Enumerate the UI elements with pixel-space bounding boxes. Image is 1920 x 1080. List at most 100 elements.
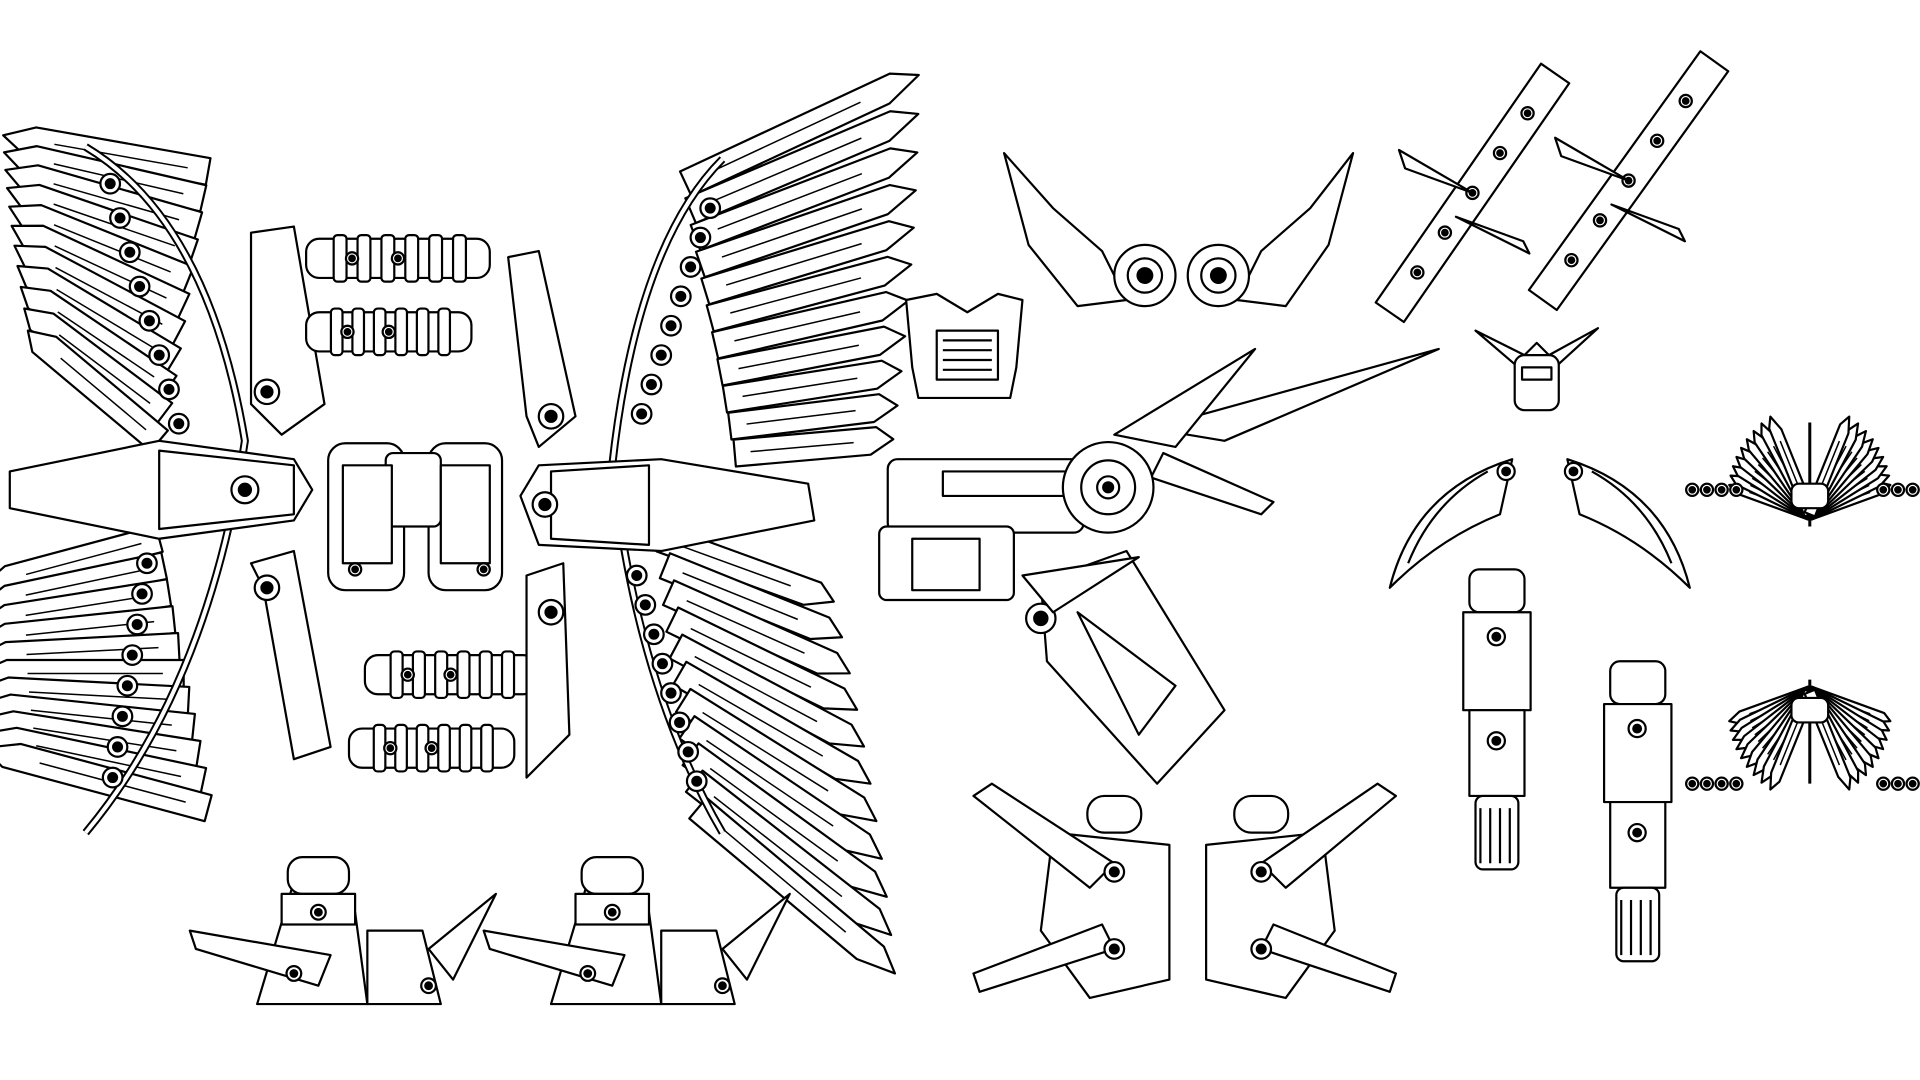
sensor-window bbox=[912, 539, 979, 590]
ring-core bbox=[1211, 268, 1226, 283]
joint-center bbox=[349, 256, 355, 262]
joint-center bbox=[1895, 487, 1901, 493]
joint-center bbox=[706, 204, 715, 213]
joint-center bbox=[649, 630, 658, 639]
joint-center bbox=[1881, 487, 1887, 493]
joint-center bbox=[1910, 487, 1916, 493]
shoulder-joint bbox=[1610, 661, 1665, 704]
joint-center bbox=[155, 351, 164, 360]
joint-center bbox=[641, 600, 650, 609]
feather-groove bbox=[695, 657, 817, 722]
cylinder-ring bbox=[481, 725, 493, 772]
wing-feather bbox=[707, 257, 912, 332]
wing-feather bbox=[728, 394, 897, 439]
wing-feather bbox=[680, 74, 919, 196]
cylinder-ring bbox=[395, 309, 407, 356]
face bbox=[1515, 355, 1559, 410]
joint-center bbox=[676, 292, 685, 301]
joint-center bbox=[239, 484, 251, 496]
joint-center bbox=[133, 620, 142, 629]
ring-core bbox=[1138, 268, 1153, 283]
v-shoulder-arms bbox=[1004, 153, 1353, 306]
cylinder-ring bbox=[457, 651, 469, 698]
rifle-fin bbox=[1399, 150, 1472, 193]
feather-groove bbox=[730, 278, 861, 313]
forearm bbox=[1610, 802, 1665, 888]
cylinder-ring bbox=[358, 235, 371, 282]
cylinder-ring bbox=[480, 651, 492, 698]
wing-feather bbox=[701, 221, 913, 304]
wing-core bbox=[1791, 484, 1828, 508]
joint-center bbox=[116, 214, 125, 223]
joint-center bbox=[1654, 138, 1660, 144]
wing-core bbox=[1791, 698, 1828, 722]
feather-groove bbox=[61, 358, 146, 430]
feather-groove bbox=[714, 797, 842, 897]
joint-center bbox=[1497, 150, 1503, 156]
joint-center bbox=[1704, 487, 1710, 493]
hip-cap bbox=[1087, 796, 1141, 833]
left-wing-set bbox=[0, 127, 536, 832]
joint-center bbox=[135, 282, 144, 291]
shoulder-claw bbox=[1390, 459, 1515, 588]
wing-feather bbox=[3, 127, 210, 184]
torso-detail bbox=[441, 465, 490, 563]
rifle-fin bbox=[1456, 217, 1529, 254]
feather-groove bbox=[26, 596, 150, 616]
joint-center bbox=[667, 321, 676, 330]
joint-center bbox=[388, 745, 394, 751]
joint-center bbox=[174, 419, 183, 428]
joint-center bbox=[425, 982, 432, 989]
chest-piece bbox=[906, 294, 1022, 398]
joint-center bbox=[386, 329, 392, 335]
feather-groove bbox=[26, 570, 146, 595]
feather-groove bbox=[36, 746, 181, 777]
joint-center bbox=[1502, 468, 1510, 476]
wing-feather bbox=[712, 292, 908, 358]
parts-layer bbox=[0, 51, 1920, 1004]
feather-groove bbox=[54, 225, 171, 272]
joint-center bbox=[315, 909, 322, 916]
chest-vent bbox=[937, 331, 998, 380]
joint-center bbox=[692, 777, 701, 786]
joint-center bbox=[1734, 781, 1740, 787]
joint-center bbox=[345, 329, 351, 335]
hand bbox=[1616, 888, 1659, 961]
knee-cap bbox=[582, 857, 643, 894]
lower-blade bbox=[973, 924, 1114, 991]
knee-cap bbox=[288, 857, 349, 894]
joint-center bbox=[657, 351, 666, 360]
joint-center bbox=[352, 567, 358, 573]
joint-center bbox=[108, 773, 117, 782]
joint-center bbox=[165, 385, 174, 394]
cylinder-ring bbox=[417, 309, 429, 356]
rifle bbox=[1529, 51, 1728, 310]
joint-center bbox=[1570, 468, 1578, 476]
feather-groove bbox=[58, 312, 154, 377]
joint-center bbox=[1415, 270, 1421, 276]
cylinder-ring bbox=[438, 309, 450, 356]
joint-center bbox=[395, 256, 401, 262]
joint-center bbox=[123, 681, 132, 690]
joint-center bbox=[1683, 98, 1689, 104]
joint-center bbox=[667, 689, 676, 698]
forearm bbox=[1469, 710, 1524, 796]
weapon-assembly bbox=[879, 349, 1439, 784]
joint-center bbox=[448, 672, 454, 678]
rifle-fin bbox=[1555, 138, 1628, 181]
joint-center bbox=[1689, 781, 1695, 787]
feather-groove bbox=[718, 825, 846, 932]
feather-groove bbox=[59, 335, 150, 403]
rifle bbox=[1376, 64, 1569, 322]
lower-leg-part bbox=[484, 857, 790, 1004]
joint-center bbox=[291, 970, 298, 977]
joint-center bbox=[1110, 945, 1119, 954]
small-wing-pair bbox=[1686, 417, 1920, 527]
feather-groove bbox=[706, 740, 833, 825]
upper-arm bbox=[1604, 704, 1671, 802]
joint-center bbox=[1895, 781, 1901, 787]
head bbox=[1476, 328, 1598, 410]
joint-center bbox=[138, 589, 147, 598]
joint-center bbox=[1719, 487, 1725, 493]
